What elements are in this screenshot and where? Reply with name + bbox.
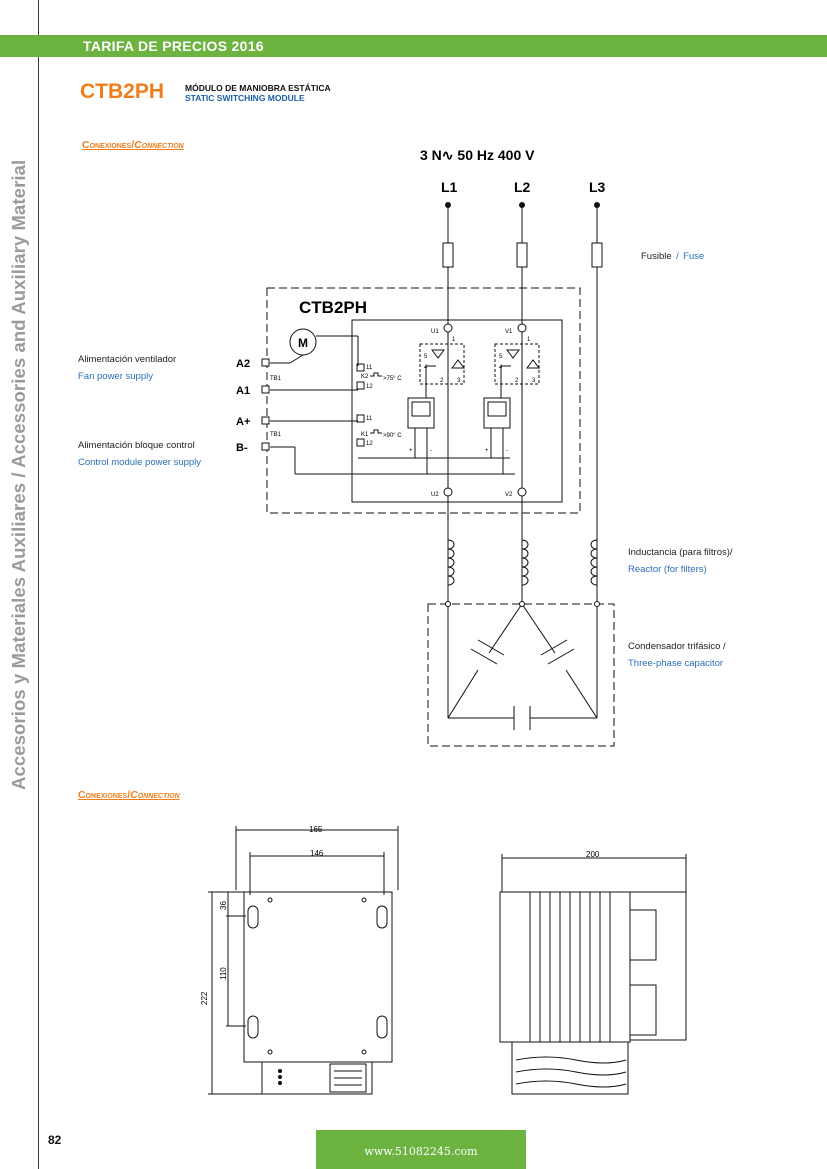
polarity-label: + (485, 448, 489, 454)
page-number: 82 (48, 1133, 62, 1147)
capacitor-label-es: Condensador trifásico / (628, 641, 726, 652)
terminal-b-minus: B- (236, 442, 248, 454)
fan-supply-label-es: Alimentación ventilador (78, 354, 177, 365)
section-heading-connection: Conexiones/Connection (78, 789, 180, 801)
pin-label: 3 (532, 378, 536, 384)
phase-l1-label: L1 (441, 179, 458, 195)
polarity-label: + (409, 448, 413, 454)
k2-label: K2 (361, 374, 369, 380)
footer-banner (316, 1130, 526, 1169)
motor-symbol: M (298, 336, 308, 350)
section-heading-en: Connection (130, 789, 180, 801)
dimension-depth: 200 (586, 850, 600, 859)
contact-label: 11 (366, 416, 373, 422)
tb1-label: TB1 (270, 432, 282, 438)
reactor-label-es: Inductancia (para filtros)/ (628, 547, 733, 558)
u1-label: U1 (431, 329, 439, 335)
footer-url: www.51082245.com (364, 1145, 478, 1158)
dimension-drawings: 165 146 200 222 110 36 (200, 825, 687, 1095)
dimension-width-inner: 146 (310, 849, 324, 858)
pin-label: 3 (457, 378, 461, 384)
phase-l3-label: L3 (589, 179, 606, 195)
thermostat-90-label: >90° C (383, 433, 402, 439)
product-subtitle-en: STATIC SWITCHING MODULE (185, 93, 305, 103)
section-heading-en: Connection (134, 139, 184, 151)
pin-label: 4 (424, 365, 428, 371)
polarity-label: - (430, 448, 432, 454)
thermostat-75-label: >75° C (383, 376, 402, 382)
section-heading-connection: Conexiones/Connection (82, 139, 184, 151)
v1-label: V1 (505, 329, 513, 335)
control-supply-label-en: Control module power supply (78, 457, 202, 468)
phase-l2-label: L2 (514, 179, 531, 195)
contact-label: 11 (366, 365, 373, 371)
dimension-width-outer: 165 (309, 825, 323, 834)
fuse-label-en: Fuse (683, 251, 705, 262)
tb1-label: TB1 (270, 376, 282, 382)
contact-label: 12 (366, 441, 373, 447)
fuse-label-es: Fusible (641, 251, 672, 262)
v2-label: V2 (505, 492, 513, 498)
pin-label: 1 (452, 337, 456, 343)
product-subtitle-es: MÓDULO DE MANIOBRA ESTÁTICA (185, 83, 331, 93)
price-list-title: TARIFA DE PRECIOS 2016 (83, 38, 264, 54)
dimension-height: 222 (200, 991, 209, 1005)
terminal-a1: A1 (236, 385, 250, 397)
module-name: CTB2PH (299, 298, 367, 317)
terminal-a2: A2 (236, 358, 250, 370)
pin-label: 2 (515, 378, 519, 384)
pin-label: 2 (440, 378, 444, 384)
sidebar-rule (38, 0, 39, 1169)
pin-label: 5 (424, 354, 428, 360)
section-heading-es: Conexiones/ (78, 789, 131, 801)
sidebar-category-label: Accesorios y Materiales Auxiliares / Acc… (8, 159, 29, 790)
dimension-hole-spacing: 110 (219, 967, 228, 980)
section-heading-es: Conexiones/ (82, 139, 135, 151)
pin-label: 1 (527, 337, 531, 343)
polarity-label: - (506, 448, 508, 454)
pin-label: 4 (499, 365, 503, 371)
fan-supply-label-en: Fan power supply (78, 371, 153, 382)
fuse-label: Fusible / Fuse (641, 246, 704, 264)
fuse-label-sep: / (676, 251, 679, 262)
dimension-top-offset: 36 (219, 901, 228, 910)
product-model: CTB2PH (80, 80, 165, 103)
terminal-a-plus: A+ (236, 416, 250, 428)
control-supply-label-es: Alimentación bloque control (78, 440, 195, 451)
header-bar (0, 35, 827, 57)
pin-label: 5 (499, 354, 503, 360)
supply-rating: 3 N∿ 50 Hz 400 V (420, 147, 535, 163)
contact-label: 12 (366, 384, 373, 390)
reactor-label-en: Reactor (for filters) (628, 564, 707, 575)
u2-label: U2 (431, 492, 439, 498)
wiring-diagram: 3 N∿ 50 Hz 400 V L1 L2 L3 CTB2PH M A2 A1… (236, 147, 615, 747)
capacitor-label-en: Three-phase capacitor (628, 658, 724, 669)
k1-label: K1 (361, 432, 369, 438)
